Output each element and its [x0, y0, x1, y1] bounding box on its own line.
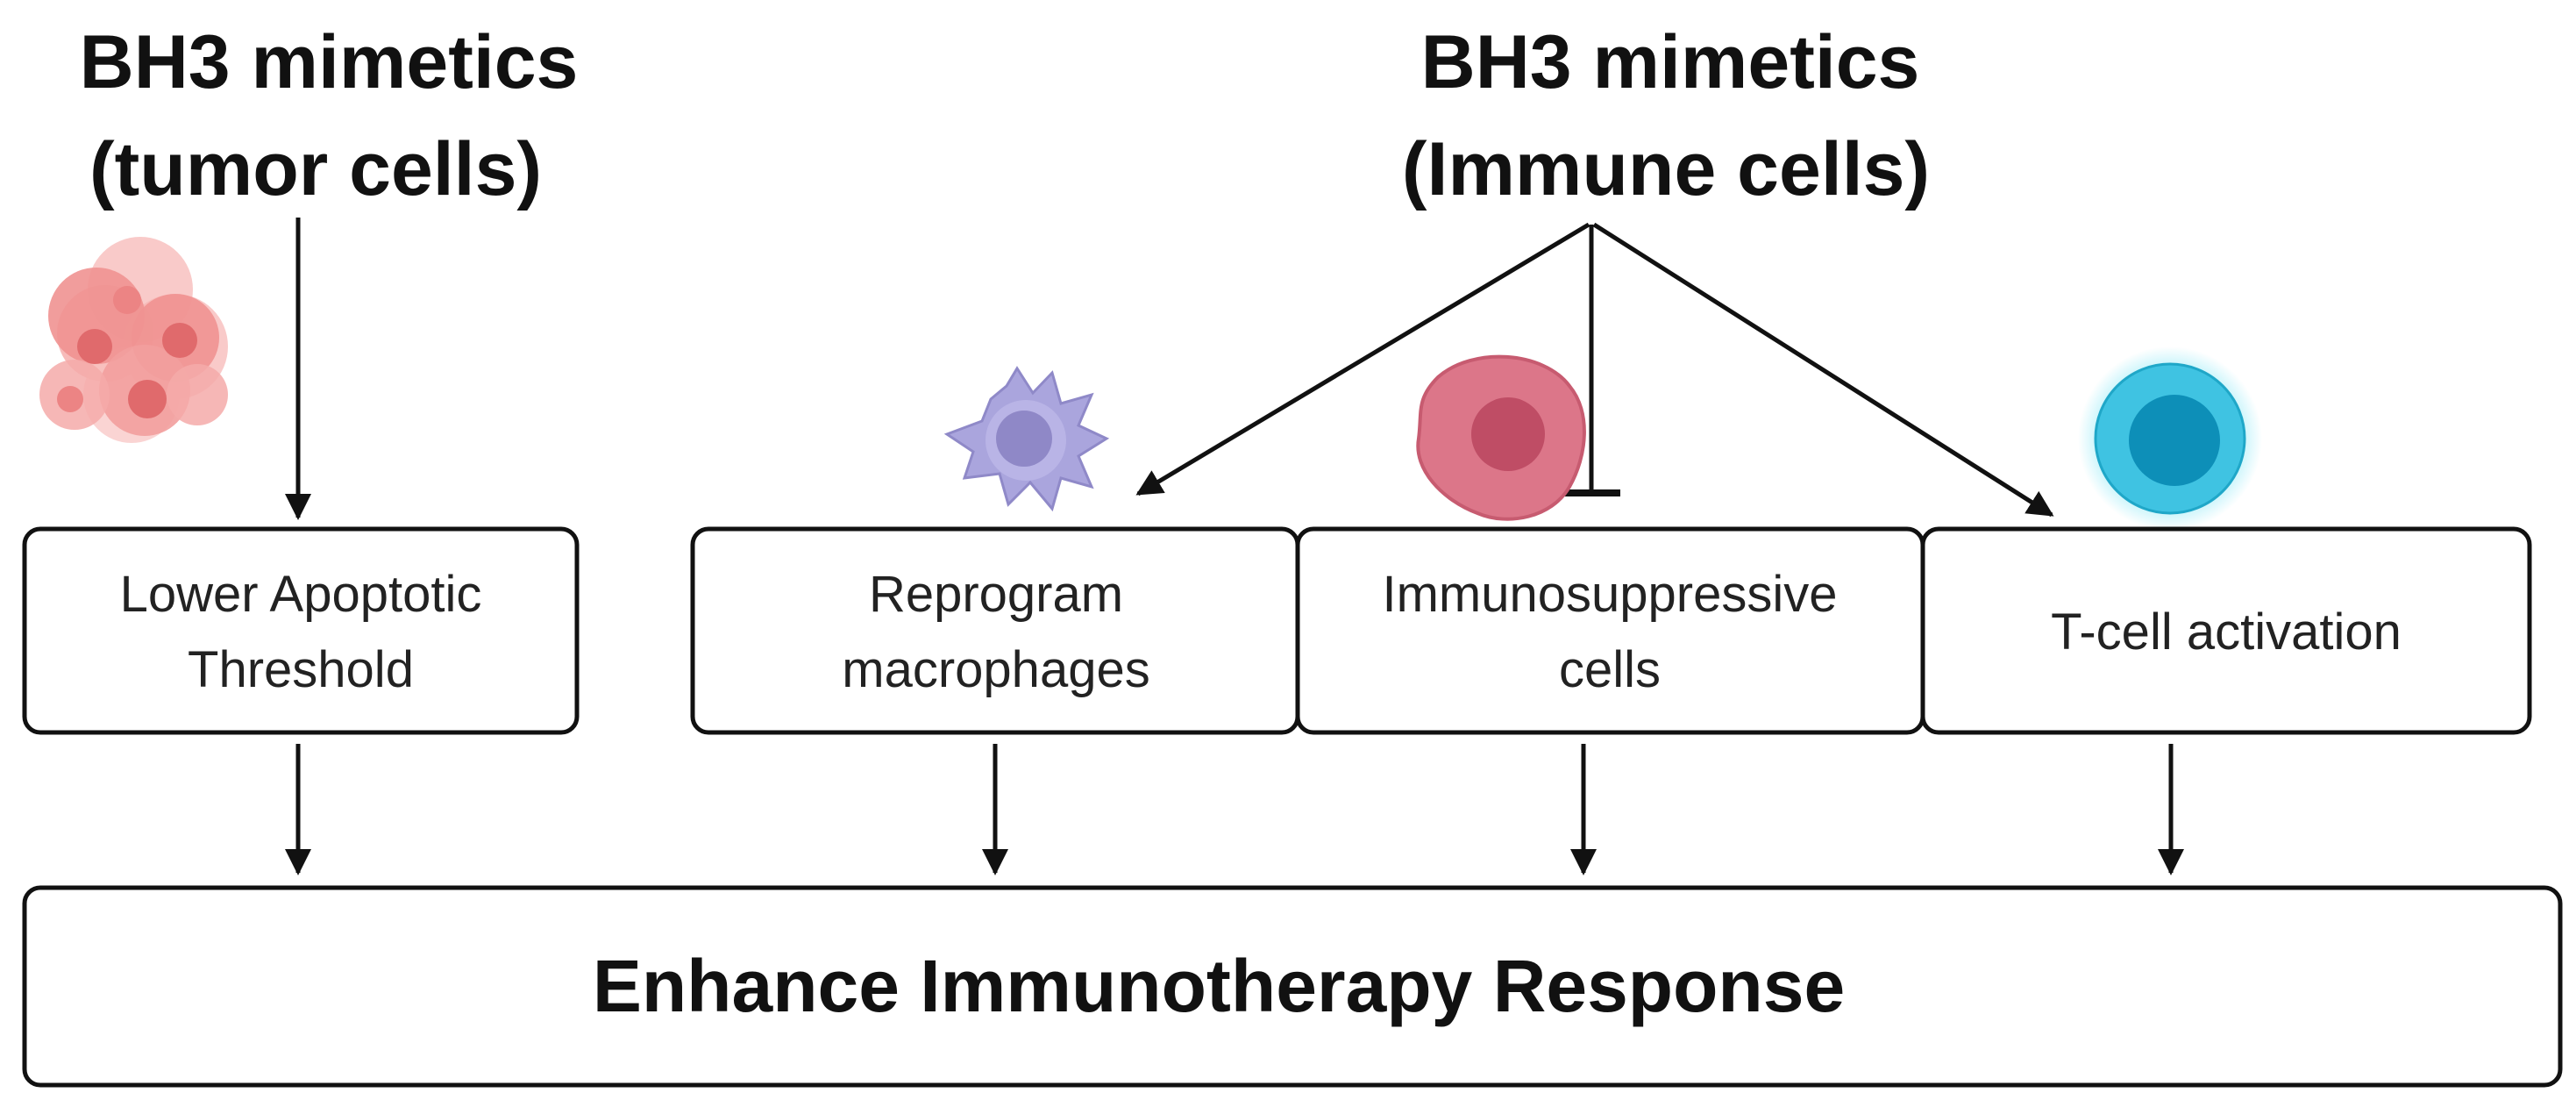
- box-immunosuppressive-cells: [1295, 526, 1925, 735]
- t-cell-icon: [2078, 346, 2262, 531]
- title-right-line2: (Immune cells): [1402, 127, 1930, 211]
- box2-line2: macrophages: [842, 641, 1149, 698]
- macrophage-icon: [943, 366, 1110, 512]
- box2-line1: Reprogram: [869, 566, 1123, 623]
- immunosuppressive-cell-icon: [1416, 354, 1586, 521]
- box1-line2: Threshold: [188, 641, 414, 698]
- box3-line2: cells: [1559, 641, 1661, 698]
- box-t-cell-activation: [1920, 526, 2532, 735]
- box-reprogram-macrophages: [690, 526, 1300, 735]
- title-right-line1: BH3 mimetics: [1421, 20, 1920, 104]
- bottom-label: Enhance Immunotherapy Response: [593, 945, 1845, 1027]
- tumor-cells-icon: [39, 237, 228, 443]
- box-lower-apoptotic-threshold: [22, 526, 580, 735]
- arrow-immune-to-macrophages: [1135, 222, 1590, 496]
- box4-line1: T-cell activation: [2051, 603, 2402, 661]
- arrow-immune-to-tcell: [1592, 222, 2054, 518]
- title-left-line1: BH3 mimetics: [80, 20, 579, 104]
- box-enhance-immunotherapy-response: [22, 885, 2563, 1088]
- box3-line1: Immunosuppressive: [1383, 566, 1838, 623]
- title-left-line2: (tumor cells): [89, 127, 542, 211]
- box1-line1: Lower Apoptotic: [120, 566, 482, 623]
